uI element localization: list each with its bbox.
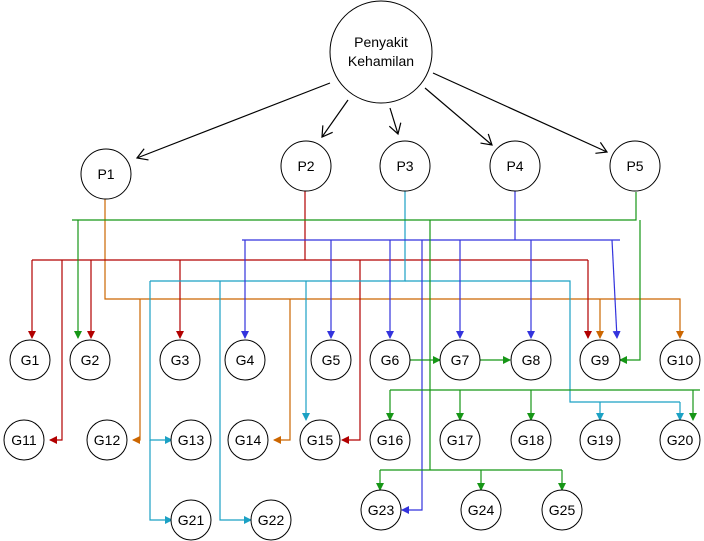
edge-root-P1: [135, 82, 331, 161]
gejala-node-G4: G4: [224, 339, 266, 381]
gejala-node-G24: G24: [460, 489, 502, 531]
gejala-label: G13: [178, 432, 205, 448]
gejala-label: G8: [522, 352, 541, 368]
edges-P4: [241, 190, 621, 514]
edge-P4-trunk: [242, 190, 620, 241]
gejala-node-G16: G16: [369, 419, 411, 461]
gejala-label: G20: [667, 432, 694, 448]
gejala-node-G10: G10: [659, 339, 701, 381]
gejala-label: G5: [322, 352, 341, 368]
gejala-node-G22: G22: [250, 499, 292, 541]
gejala-node-G11: G11: [3, 419, 45, 461]
gejala-node-G5: G5: [310, 339, 352, 381]
edges-P5: [72, 192, 700, 491]
gejala-label: G1: [21, 352, 40, 368]
gejala-node-G7: G7: [439, 339, 481, 381]
edge-P3-trunk: [150, 190, 406, 282]
edge-root-P2: [321, 99, 349, 138]
parent-label: P5: [626, 158, 643, 174]
edge-P3-right: [405, 280, 680, 403]
gejala-label: G21: [178, 512, 205, 528]
edge-root-P5: [432, 72, 609, 154]
edge-P4-G9: [611, 239, 621, 339]
gejala-label: G16: [377, 432, 404, 448]
parent-node-P3: P3: [379, 140, 431, 192]
gejala-label: G11: [11, 432, 37, 448]
edge-P5-trunk: [72, 192, 637, 221]
edge-P1-G10: [104, 193, 684, 339]
gejala-label: G15: [307, 432, 334, 448]
edge-root-P4: [424, 87, 493, 146]
root-label-line1: Penyakit: [354, 34, 408, 50]
parent-label: P1: [97, 166, 114, 182]
gejala-node-G14: G14: [227, 419, 269, 461]
gejala-label: G9: [591, 352, 610, 368]
edge-P1-G12: [132, 299, 141, 444]
root-node: Penyakit Kehamilan: [329, 0, 433, 104]
gejala-node-G20: G20: [659, 419, 701, 461]
gejala-label: G22: [258, 512, 285, 528]
parent-node-P5: P5: [609, 140, 661, 192]
gejala-node-G19: G19: [579, 419, 621, 461]
edges-P1: [104, 193, 684, 444]
gejala-label: G19: [587, 432, 614, 448]
gejala-label: G24: [468, 502, 495, 518]
edge-root-P3: [388, 107, 402, 136]
parent-node-P2: P2: [280, 140, 332, 192]
parent-node-P1: P1: [80, 148, 132, 200]
gejala-node-G23: G23: [360, 489, 402, 531]
edge-P2-G15: [341, 260, 361, 444]
gejala-node-G6: G6: [369, 339, 411, 381]
gejala-node-G18: G18: [510, 419, 552, 461]
gejala-label: G7: [451, 352, 470, 368]
gejala-label: G18: [518, 432, 545, 448]
edge-P1-G14: [273, 299, 291, 444]
edge-P2-trunk: [32, 190, 588, 261]
gejala-node-G1: G1: [9, 339, 51, 381]
gejala-node-G12: G12: [86, 419, 128, 461]
gejala-label: G14: [235, 432, 262, 448]
parent-label: P3: [396, 158, 413, 174]
gejala-node-G21: G21: [170, 499, 212, 541]
gejala-node-G13: G13: [170, 419, 212, 461]
parent-label: P2: [297, 158, 314, 174]
parent-node-P4: P4: [489, 140, 541, 192]
edge-P3-G21: [149, 440, 173, 524]
gejala-node-G3: G3: [159, 339, 201, 381]
gejala-node-G2: G2: [69, 339, 111, 381]
gejala-node-G8: G8: [510, 339, 552, 381]
edge-P2-G11: [49, 260, 63, 444]
gejala-label: G4: [236, 352, 255, 368]
gejala-node-G15: G15: [299, 419, 341, 461]
root-label-line2: Kehamilan: [348, 53, 414, 69]
gejala-label: G3: [171, 352, 190, 368]
gejala-label: G2: [81, 352, 100, 368]
gejala-node-G9: G9: [579, 339, 621, 381]
edge-P5-G9: [619, 220, 641, 364]
edge-P4-G23: [401, 240, 423, 514]
gejala-label: G12: [94, 432, 121, 448]
gejala-node-G17: G17: [439, 419, 481, 461]
edges-P2: [28, 190, 592, 444]
gejala-label: G10: [667, 352, 694, 368]
parent-label: P4: [506, 158, 523, 174]
root-edges: [135, 72, 609, 161]
gejala-label: G25: [549, 502, 576, 518]
edge-P3-G22: [219, 281, 252, 524]
gejala-label: G17: [447, 432, 474, 448]
gejala-label: G23: [368, 502, 395, 518]
gejala-node-G25: G25: [541, 489, 583, 531]
gejala-label: G6: [381, 352, 400, 368]
